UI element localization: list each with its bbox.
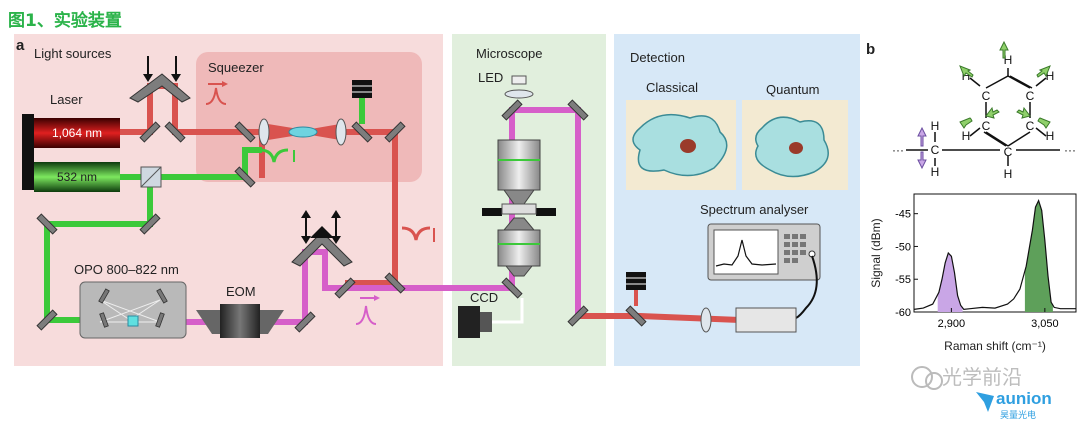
- wechat-icon: [911, 366, 933, 388]
- watermark-text: 光学前沿: [942, 365, 1022, 389]
- peak-fill-2: [1024, 200, 1053, 312]
- atom-h-upper-left: H: [962, 69, 971, 83]
- sample-stage: [482, 203, 556, 216]
- atom-h-chain-top: H: [931, 119, 940, 133]
- atom-c-lower-left: C: [982, 119, 991, 133]
- peak-fill-1: [937, 253, 963, 312]
- atom-c-chain: C: [931, 143, 940, 157]
- squeezer-crystal: [288, 126, 318, 138]
- wavelength-532-label: 532 nm: [57, 170, 97, 184]
- chain-dots-right: ···: [1064, 143, 1076, 157]
- atom-h-lower-right: H: [1046, 129, 1055, 143]
- microscope-title: Microscope: [476, 46, 542, 61]
- mirrors: [36, 99, 647, 333]
- wavelength-1064-label: 1,064 nm: [52, 126, 102, 140]
- beam-dump-squeezer: [352, 80, 372, 98]
- brand-name: aunion: [996, 389, 1052, 408]
- atom-h-chain-bottom: H: [931, 165, 940, 179]
- brand-subtitle: 昊量光电: [1000, 409, 1036, 421]
- raman-spectrum-chart: -45 -50 -55 -60 2,900 3,050 Signal (dBm) Ram…: [869, 193, 1077, 353]
- panel-b-label: b: [866, 41, 875, 58]
- x-tick-label: 3,050: [1031, 318, 1059, 330]
- classical-label: Classical: [646, 80, 698, 95]
- panel-a-label: a: [16, 37, 25, 54]
- chain-dots-left: ···: [892, 143, 904, 157]
- atom-c-upper-left: C: [982, 89, 991, 103]
- y-tick-label: -60: [895, 307, 911, 319]
- beam-dump-detection: [626, 272, 646, 290]
- led-source: [504, 75, 534, 99]
- opo-cavity: [79, 281, 187, 339]
- roof-mirror-top: [129, 56, 191, 103]
- y-tick-label: -50: [895, 241, 911, 253]
- spectrum-line: [913, 198, 1076, 311]
- atom-h-bottom: H: [1004, 167, 1013, 181]
- light-sources-title: Light sources: [34, 46, 112, 61]
- laser-label: Laser: [50, 92, 83, 107]
- detection-title: Detection: [630, 50, 685, 65]
- ccd-label: CCD: [470, 290, 498, 305]
- x-axis-label: Raman shift (cm⁻¹): [944, 339, 1046, 353]
- y-tick-label: -55: [895, 274, 911, 286]
- detector-cable: [795, 255, 818, 319]
- quantum-nucleus-icon: [789, 142, 803, 154]
- objective-upper: [497, 139, 541, 205]
- photodetector: [735, 307, 797, 333]
- atom-c-lower-right: C: [1026, 119, 1035, 133]
- vibration-arrows: [959, 40, 1051, 129]
- laser-532-beam: [34, 162, 120, 192]
- figure-heading: 图1、实验装置: [8, 11, 122, 31]
- atom-h-upper-right: H: [1046, 69, 1055, 83]
- brand-logo-icon: [976, 392, 994, 412]
- spectrum-analyser-label: Spectrum analyser: [700, 202, 809, 217]
- atom-h-top: H: [1004, 53, 1013, 67]
- laser-1064-beam: [34, 118, 120, 148]
- watermark: 光学前沿 aunion 昊量光电: [911, 365, 1052, 421]
- eom-label: EOM: [226, 284, 256, 299]
- squeezer-title: Squeezer: [208, 60, 264, 75]
- atom-c-bottom: C: [1004, 145, 1013, 159]
- atom-c-upper-right: C: [1026, 89, 1035, 103]
- magenta-beam-path: [160, 107, 581, 325]
- opo-label: OPO 800–822 nm: [74, 262, 179, 277]
- x-tick-label: 2,900: [938, 318, 966, 330]
- pulse-icons: [205, 81, 435, 325]
- quantum-label: Quantum: [766, 82, 819, 97]
- roof-mirror-delay-stage: [291, 210, 353, 267]
- led-label: LED: [478, 70, 503, 85]
- y-axis-label: Signal (dBm): [869, 218, 883, 287]
- lenses: [258, 118, 712, 333]
- ccd-camera: [458, 298, 524, 338]
- laser-housing: [22, 114, 34, 190]
- classical-nucleus-icon: [680, 139, 696, 153]
- molecule-diagram: [906, 68, 1060, 166]
- ch2-vibration-arrows: [917, 126, 927, 170]
- eom-device: [196, 304, 284, 338]
- y-tick-label: -45: [895, 209, 911, 221]
- atom-h-lower-left: H: [962, 129, 971, 143]
- classical-cell-icon: [632, 113, 728, 177]
- objective-lower: [497, 217, 541, 277]
- spectrum-analyser-device: [707, 223, 821, 281]
